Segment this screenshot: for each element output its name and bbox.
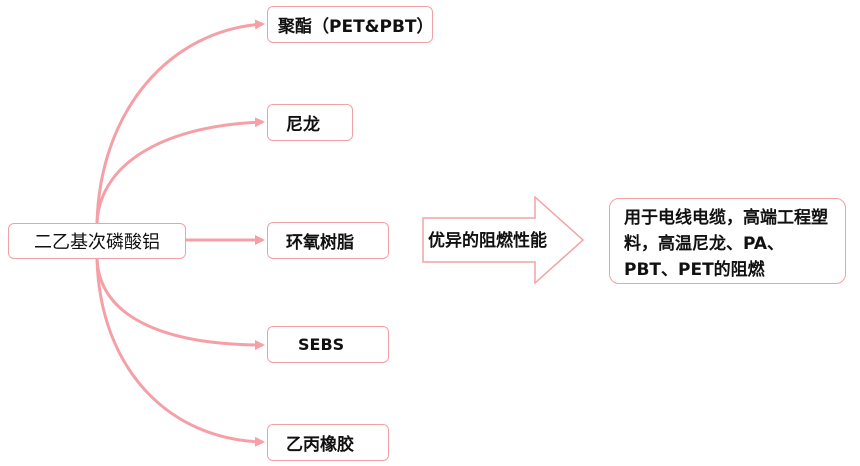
target-node-epoxy: 环氧树脂 bbox=[267, 222, 389, 259]
target-label-epdm: 乙丙橡胶 bbox=[286, 435, 354, 455]
source-node: 二乙基次磷酸铝 bbox=[8, 223, 186, 259]
target-node-sebs: SEBS bbox=[267, 326, 389, 363]
target-node-nylon: 尼龙 bbox=[267, 104, 353, 141]
connector-epdm bbox=[95, 258, 265, 447]
application-text: 用于电线电缆，高端工程塑料，高温尼龙、PA、PBT、PET的阻燃 bbox=[624, 208, 828, 280]
block-arrow bbox=[422, 195, 585, 285]
connector-polyester bbox=[95, 19, 265, 224]
target-label-nylon: 尼龙 bbox=[286, 115, 320, 135]
block-arrow-label: 优异的阻燃性能 bbox=[428, 231, 547, 251]
target-node-polyester: 聚酯（PET&PBT） bbox=[267, 6, 434, 43]
target-node-epdm: 乙丙橡胶 bbox=[267, 424, 389, 461]
connector-sebs bbox=[95, 258, 265, 350]
application-node: 用于电线电缆，高端工程塑料，高温尼龙、PA、PBT、PET的阻燃 bbox=[609, 198, 846, 284]
target-label-sebs: SEBS bbox=[298, 335, 345, 354]
target-label-epoxy: 环氧树脂 bbox=[286, 233, 354, 253]
target-label-polyester: 聚酯（PET&PBT） bbox=[278, 17, 434, 37]
connector-nylon bbox=[95, 117, 265, 224]
source-label: 二乙基次磷酸铝 bbox=[34, 232, 160, 253]
